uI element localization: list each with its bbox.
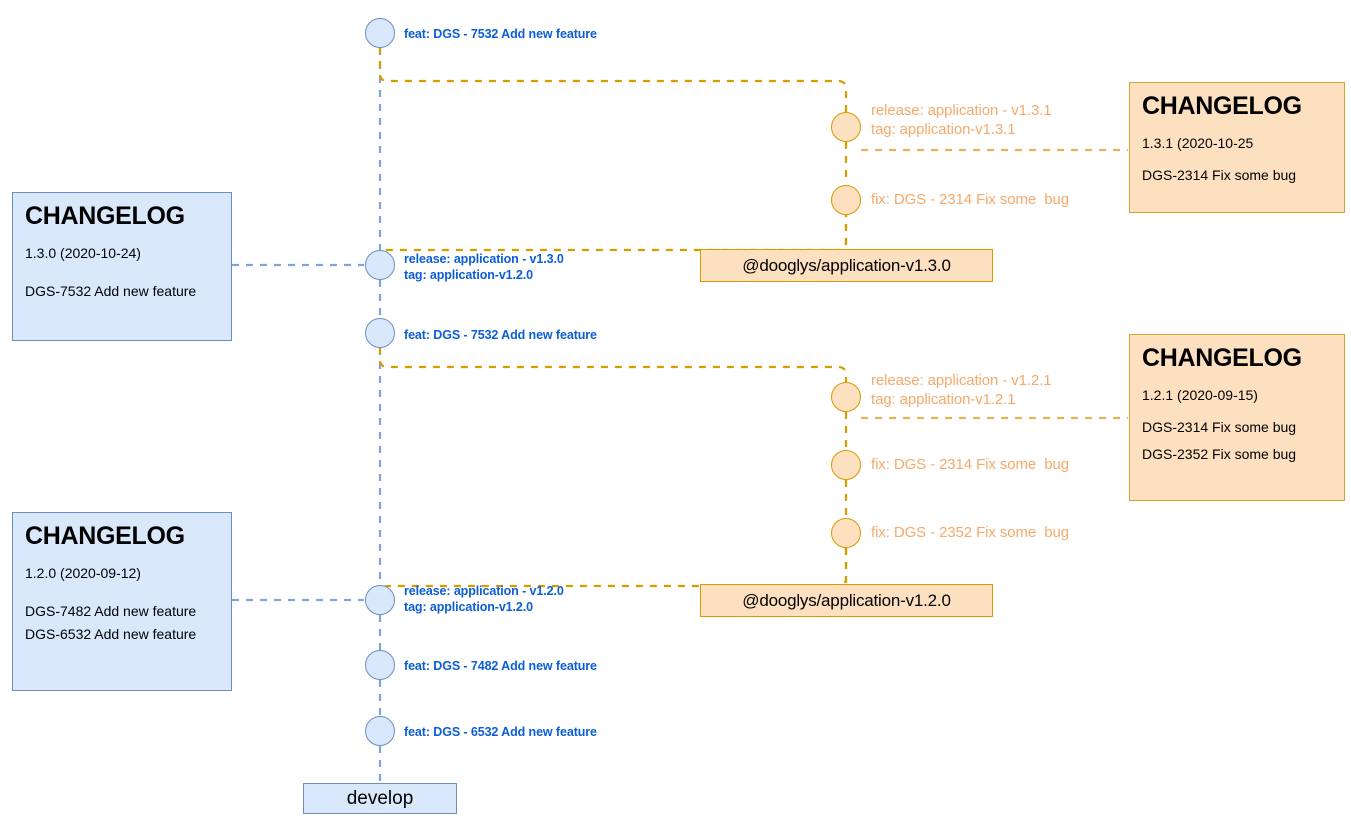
commit-node-release-v1-3-1[interactable]	[831, 112, 861, 142]
changelog-card-1-3-1: CHANGELOG 1.3.1 (2020-10-25 DGS-2314 Fix…	[1129, 82, 1345, 213]
commit-label-fix-2352: fix: DGS - 2352 Fix some bug	[871, 524, 1070, 541]
commit-label-release-v1-3-1: release: application - v1.3.1 tag: appli…	[871, 102, 1052, 139]
package-tag-v1-2-0[interactable]: @dooglys/application-v1.2.0	[700, 584, 993, 617]
changelog-entry: DGS-7532 Add new feature	[25, 283, 197, 300]
changelog-entry: DGS-7482 Add new feature	[25, 603, 197, 620]
commit-node-fix-2314[interactable]	[831, 185, 861, 215]
commit-label-release-v1-2-0: release: application - v1.2.0 tag: appli…	[404, 584, 564, 614]
changelog-entry: DGS-6532 Add new feature	[25, 626, 197, 643]
changelog-entry: DGS-2314 Fix some bug	[1142, 167, 1297, 184]
changelog-title: CHANGELOG	[1142, 92, 1302, 120]
commit-label-release-v1-3-0: release: application - v1.3.0 tag: appli…	[404, 252, 564, 282]
edge-release-131-branch-out	[378, 33, 848, 112]
changelog-title: CHANGELOG	[25, 202, 185, 230]
commit-node-feat-7532[interactable]	[365, 318, 395, 348]
commit-node-fix-2314-b[interactable]	[831, 450, 861, 480]
changelog-version: 1.2.1 (2020-09-15)	[1142, 386, 1258, 403]
commit-node-release-v1-3-0[interactable]	[365, 250, 395, 280]
commit-label-release-v1-2-1: release: application - v1.2.1 tag: appli…	[871, 372, 1052, 409]
changelog-card-1-2-1: CHANGELOG 1.2.1 (2020-09-15) DGS-2314 Fi…	[1129, 334, 1345, 501]
commit-label-fix-2314: fix: DGS - 2314 Fix some bug	[871, 191, 1070, 208]
changelog-card-1-2-0: CHANGELOG 1.2.0 (2020-09-12) DGS-7482 Ad…	[12, 512, 232, 691]
changelog-version: 1.3.0 (2020-10-24)	[25, 244, 141, 261]
changelog-version: 1.2.0 (2020-09-12)	[25, 564, 141, 581]
commit-label-feat-7532: feat: DGS - 7532 Add new feature	[404, 328, 597, 342]
commit-node-fix-2352[interactable]	[831, 518, 861, 548]
commit-label-fix-2314-b: fix: DGS - 2314 Fix some bug	[871, 456, 1070, 473]
commit-node-feat-7482[interactable]	[365, 650, 395, 680]
commit-label-feat-6532: feat: DGS - 6532 Add new feature	[404, 725, 597, 739]
changelog-entry: DGS-2352 Fix some bug	[1142, 446, 1297, 463]
commit-label-feat-7532-top: feat: DGS - 7532 Add new feature	[404, 27, 597, 41]
changelog-title: CHANGELOG	[25, 522, 185, 550]
commit-node-release-v1-2-0[interactable]	[365, 585, 395, 615]
commit-node-feat-7532-top[interactable]	[365, 18, 395, 48]
commit-node-release-v1-2-1[interactable]	[831, 382, 861, 412]
changelog-version: 1.3.1 (2020-10-25	[1142, 134, 1254, 151]
commit-label-feat-7482: feat: DGS - 7482 Add new feature	[404, 659, 597, 673]
changelog-card-1-3-0: CHANGELOG 1.3.0 (2020-10-24) DGS-7532 Ad…	[12, 192, 232, 341]
commit-node-feat-6532[interactable]	[365, 716, 395, 746]
package-tag-v1-3-0[interactable]: @dooglys/application-v1.3.0	[700, 249, 993, 282]
changelog-entry: DGS-2314 Fix some bug	[1142, 419, 1297, 436]
changelog-title: CHANGELOG	[1142, 344, 1302, 372]
branch-box-develop[interactable]: develop	[303, 783, 457, 814]
